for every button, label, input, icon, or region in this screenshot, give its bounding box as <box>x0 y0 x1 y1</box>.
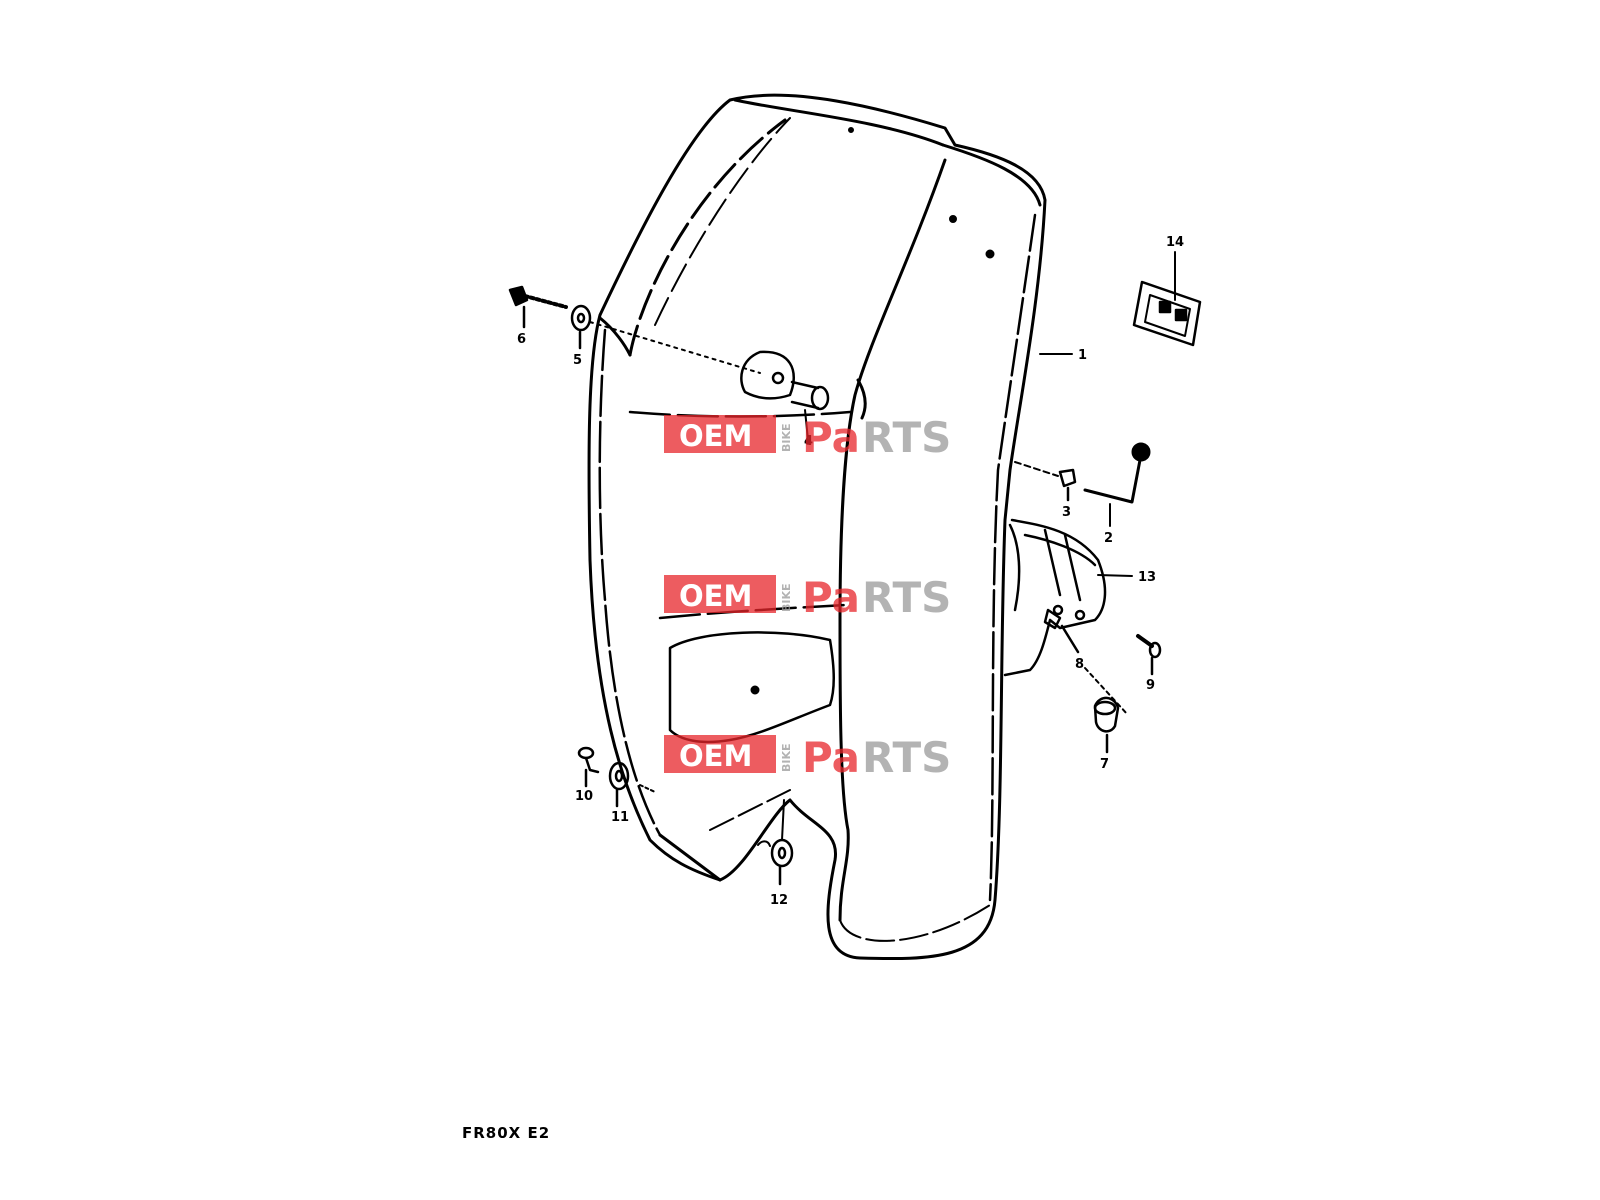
callout-14: 14 <box>1166 235 1184 250</box>
callout-5: 5 <box>573 353 582 368</box>
callout-labels: 1 2 3 4 5 6 7 8 9 10 11 12 13 14 <box>517 235 1184 908</box>
callout-10: 10 <box>575 789 593 804</box>
watermark-rts: RTS <box>862 573 951 622</box>
watermark-rts: RTS <box>862 733 951 782</box>
nut-3 <box>1014 461 1077 502</box>
watermark-oem: OEM <box>679 419 752 453</box>
watermark-bike: BIKE <box>780 743 793 772</box>
callout-3: 3 <box>1062 505 1071 520</box>
watermark-bike: BIKE <box>780 423 793 452</box>
callout-4: 4 <box>804 434 813 449</box>
callout-8: 8 <box>1075 657 1084 672</box>
bolt-6 <box>508 285 568 329</box>
leader-bolt-to-lock <box>589 321 761 374</box>
callout-9: 9 <box>1146 678 1155 693</box>
callout-11: 11 <box>611 810 629 825</box>
washer-5 <box>570 304 592 350</box>
lock-housing-cover <box>1003 518 1107 677</box>
watermark-bike: BIKE <box>780 583 793 612</box>
clip-8 <box>1043 608 1129 716</box>
callout-12: 12 <box>770 893 788 908</box>
watermark-pa: Pa <box>802 413 860 462</box>
watermark-pa: Pa <box>802 573 860 622</box>
watermark-rts: RTS <box>862 413 951 462</box>
watermark-3: OEM BIKE Pa RTS <box>664 733 951 782</box>
emblem-plate-14 <box>1132 251 1202 347</box>
callout-7: 7 <box>1100 757 1109 772</box>
callout-13: 13 <box>1138 570 1156 585</box>
watermark-2: OEM BIKE Pa RTS <box>664 573 951 622</box>
watermark-pa: Pa <box>802 733 860 782</box>
leg-shield-body <box>587 93 1047 961</box>
leader-13 <box>1097 574 1133 577</box>
lock-cylinder <box>740 350 830 445</box>
screw-9 <box>1136 634 1162 676</box>
callout-1: 1 <box>1078 348 1087 363</box>
washer-12 <box>757 799 794 886</box>
rod-2 <box>1083 442 1151 527</box>
watermark-oem: OEM <box>679 579 752 613</box>
cap-7 <box>1093 696 1120 754</box>
watermark-1: OEM BIKE Pa RTS <box>664 413 951 462</box>
callout-6: 6 <box>517 332 526 347</box>
washer-11 <box>608 761 656 808</box>
callout-2: 2 <box>1104 531 1113 546</box>
diagram-code: FR80X E2 <box>462 1124 551 1142</box>
bolt-10 <box>577 746 600 788</box>
watermark-oem: OEM <box>679 739 752 773</box>
